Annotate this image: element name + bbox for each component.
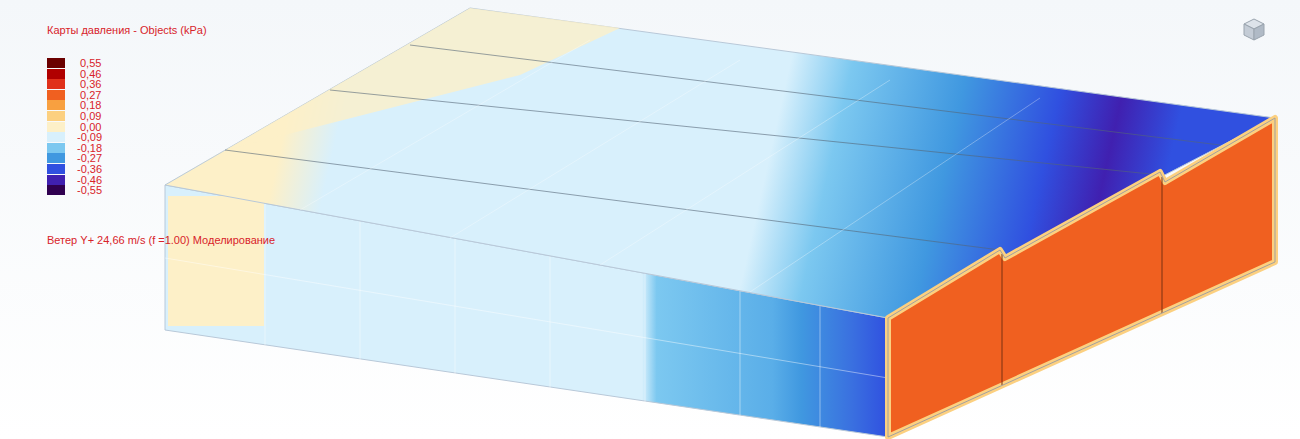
legend-swatch bbox=[47, 122, 65, 132]
legend-value: 0,27 bbox=[80, 90, 101, 101]
legend-swatch bbox=[47, 153, 65, 163]
legend-value: 0,18 bbox=[80, 100, 101, 111]
legend-value: 0,00 bbox=[80, 122, 101, 133]
legend-swatch bbox=[47, 69, 65, 79]
legend-swatch bbox=[47, 132, 65, 142]
legend-swatch bbox=[47, 175, 65, 185]
legend-value: 0,46 bbox=[80, 69, 101, 80]
legend-swatch bbox=[47, 58, 65, 68]
legend-value: -0,27 bbox=[77, 153, 102, 164]
legend-swatch bbox=[47, 164, 65, 174]
legend-value: -0,36 bbox=[77, 164, 102, 175]
legend-value: -0,18 bbox=[77, 143, 102, 154]
legend-value: 0,09 bbox=[80, 111, 101, 122]
legend-swatch bbox=[47, 100, 65, 110]
legend-swatch bbox=[47, 111, 65, 121]
load-case-label: Ветер Y+ 24,66 m/s (f =1.00) Моделирован… bbox=[47, 234, 275, 246]
legend-swatch bbox=[47, 90, 65, 100]
legend-value: 0,55 bbox=[80, 58, 101, 69]
legend-swatch bbox=[47, 143, 65, 153]
legend-value: 0,36 bbox=[80, 79, 101, 90]
legend-title: Карты давления - Objects (kPa) bbox=[47, 24, 207, 36]
legend-value: -0,09 bbox=[77, 132, 102, 143]
legend-value: -0,55 bbox=[77, 185, 102, 196]
legend-value: -0,46 bbox=[77, 175, 102, 186]
legend-swatch bbox=[47, 185, 65, 195]
legend-swatch bbox=[47, 79, 65, 89]
